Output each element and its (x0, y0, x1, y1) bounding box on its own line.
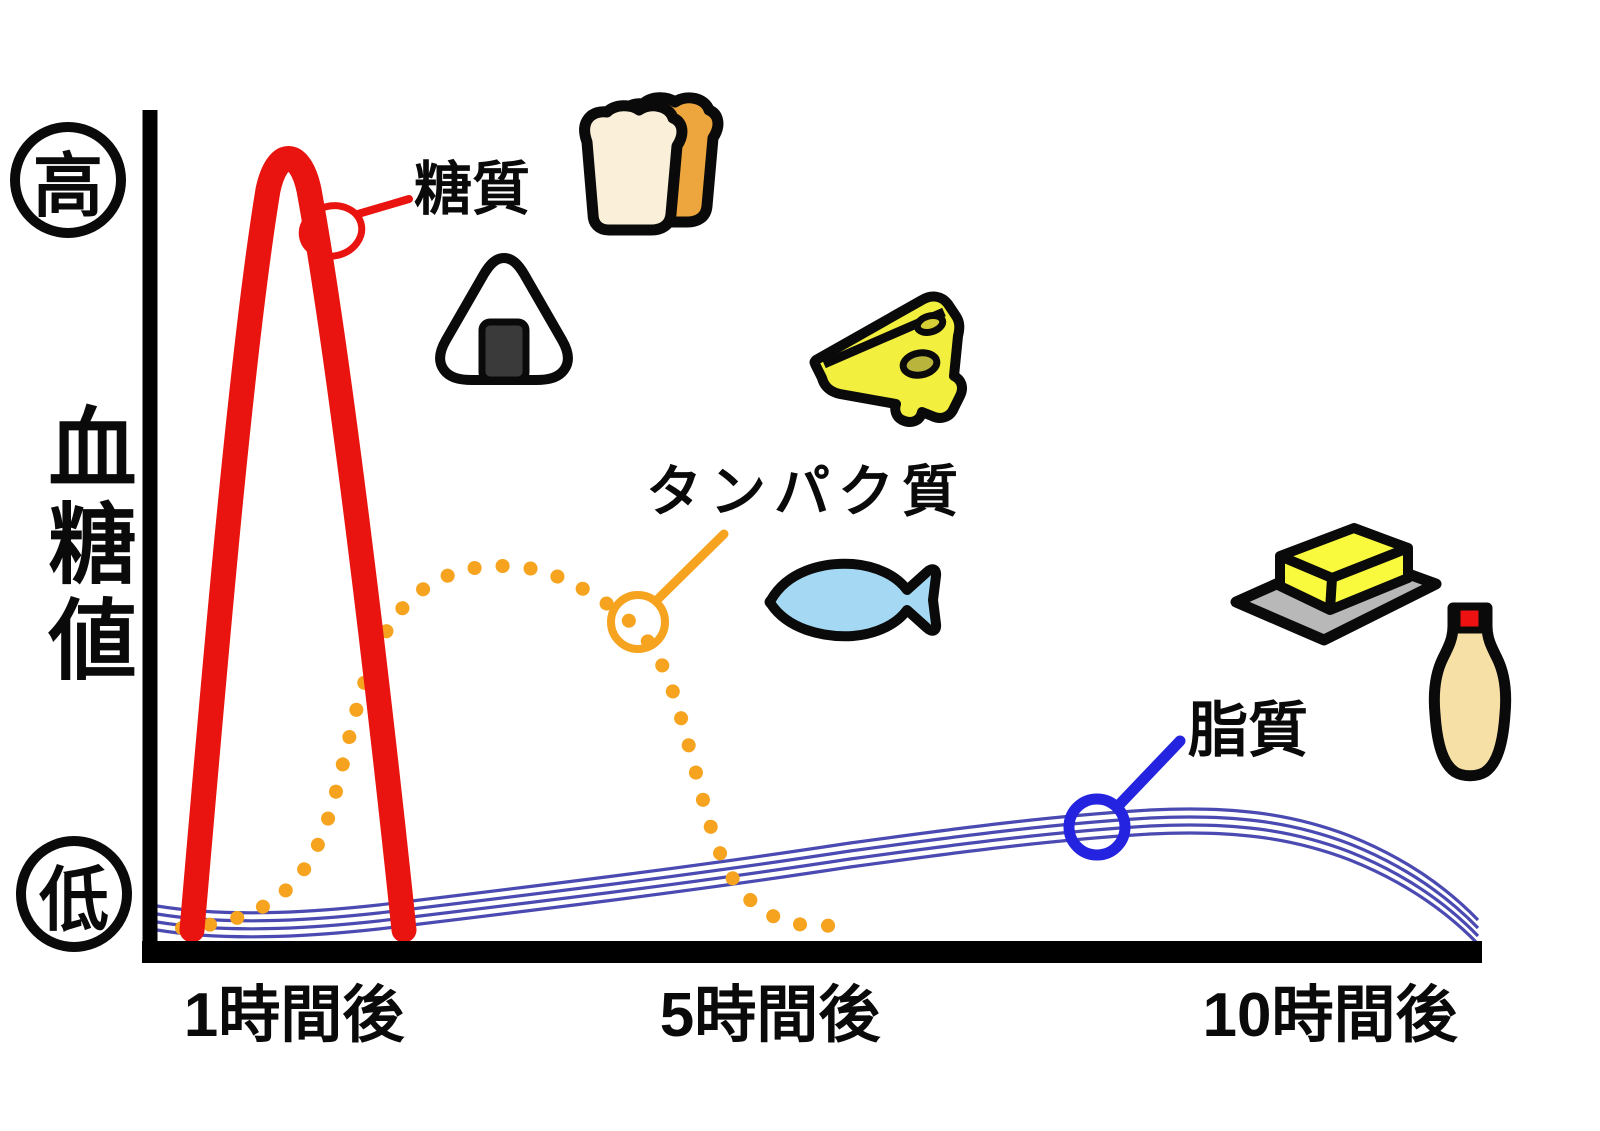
x-tick-10h: 10時間後 (1202, 981, 1458, 1050)
fat-pointer-line (1112, 735, 1186, 812)
butter-block-edges (1278, 543, 1410, 611)
bread-icon (579, 92, 724, 236)
cheese-hole-top (913, 312, 947, 336)
protein-marker-circle (607, 591, 669, 653)
fish-body (764, 558, 942, 642)
mayonnaise-icon (1428, 602, 1512, 782)
bread-front-slice (579, 100, 688, 236)
cheese-hole-front (899, 349, 941, 379)
carbs-curve (179, 146, 417, 943)
butter-icon (1230, 523, 1442, 646)
carbs-label: 糖質 (414, 157, 531, 222)
cheese-icon (809, 291, 967, 427)
protein-label: タンパク質 (646, 460, 966, 523)
onigiri-icon (435, 253, 573, 385)
mayonnaise-bottle-body (1428, 602, 1512, 782)
protein-annotation (607, 529, 729, 653)
fish-icon (764, 558, 942, 642)
y-axis-title: 血糖値 (36, 402, 135, 690)
fat-curve (155, 807, 1480, 946)
carbs-annotation (298, 195, 413, 260)
y-axis-low-badge: 低 (16, 836, 132, 952)
x-tick-1h: 1時間後 (183, 981, 405, 1050)
fat-label: 脂質 (1188, 697, 1308, 764)
fat-curve-line (155, 831, 1480, 946)
carbs-marker-circle (298, 202, 366, 260)
carbs-pointer-line (354, 195, 413, 218)
y-axis-high-badge: 高 (10, 122, 126, 238)
protein-pointer-line (651, 529, 729, 606)
mayonnaise-cap (1453, 603, 1486, 634)
fat-marker-circle (1063, 793, 1131, 861)
fat-annotation (1063, 735, 1186, 861)
x-tick-5h: 5時間後 (659, 981, 881, 1050)
protein-curve (175, 558, 842, 935)
onigiri-nori (478, 318, 530, 384)
